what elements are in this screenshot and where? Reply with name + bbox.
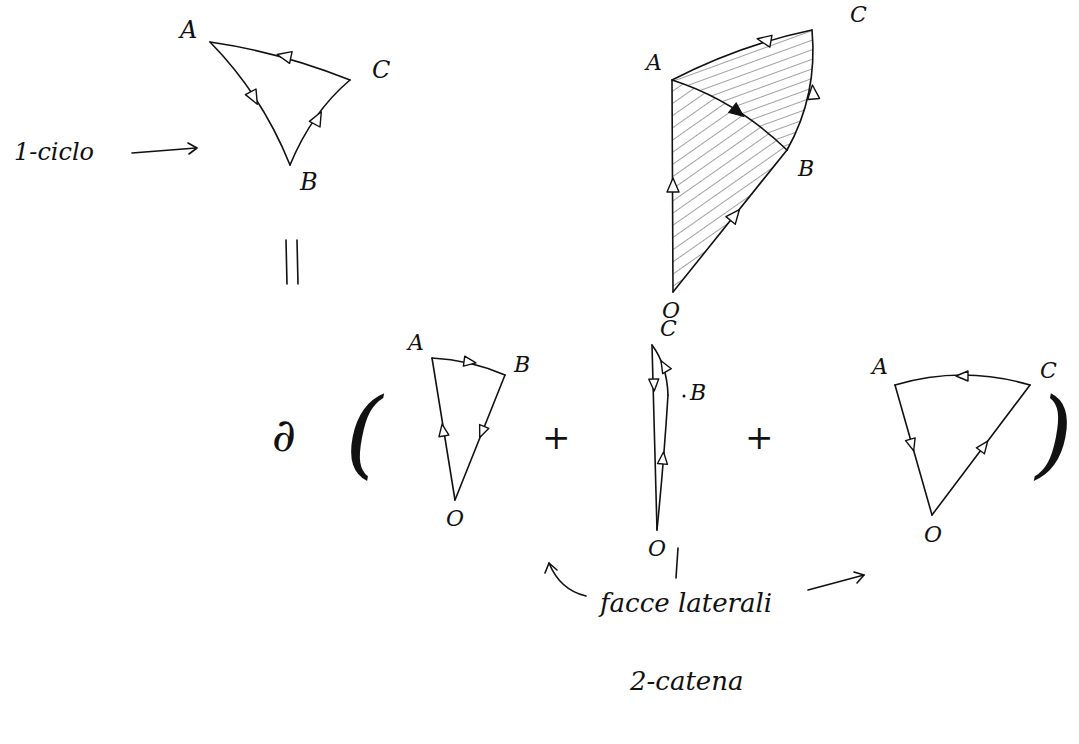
vertex-label: A xyxy=(408,332,424,354)
vertex-label: A xyxy=(872,356,888,378)
operator-symbol: + xyxy=(542,420,571,454)
vertex-label: C xyxy=(1040,360,1057,382)
operator-symbol: ∂ xyxy=(272,412,296,458)
cone-figure xyxy=(667,30,820,292)
operator-symbol: + xyxy=(745,420,774,454)
vertex-label: O xyxy=(924,524,942,546)
vertex-label: A xyxy=(180,18,197,42)
vertex-label: B xyxy=(690,382,706,404)
face-triangle xyxy=(895,371,1030,515)
vertex-label: C xyxy=(850,4,867,26)
bracket-symbol: ) xyxy=(1036,385,1073,481)
vertex-label: B xyxy=(514,354,530,376)
vertex-label: C xyxy=(660,318,677,340)
note-label: 1-ciclo xyxy=(14,140,94,164)
vertex-label: C xyxy=(372,58,390,82)
cycle-triangle xyxy=(210,42,350,165)
equals-symbol xyxy=(286,240,298,284)
vertex-label: O xyxy=(446,508,464,530)
pointer-arrow xyxy=(545,548,864,596)
face-triangle xyxy=(432,356,505,500)
face-triangle xyxy=(649,345,686,530)
vertex-label: A xyxy=(646,52,662,74)
vertex-label: B xyxy=(300,170,318,194)
vertex-label: O xyxy=(648,538,666,560)
bracket-symbol: ( xyxy=(345,385,382,481)
vertex-label: B xyxy=(798,158,814,180)
pointer-arrow xyxy=(132,143,197,154)
note-label: facce laterali xyxy=(600,590,772,616)
note-label: 2-catena xyxy=(630,668,743,694)
